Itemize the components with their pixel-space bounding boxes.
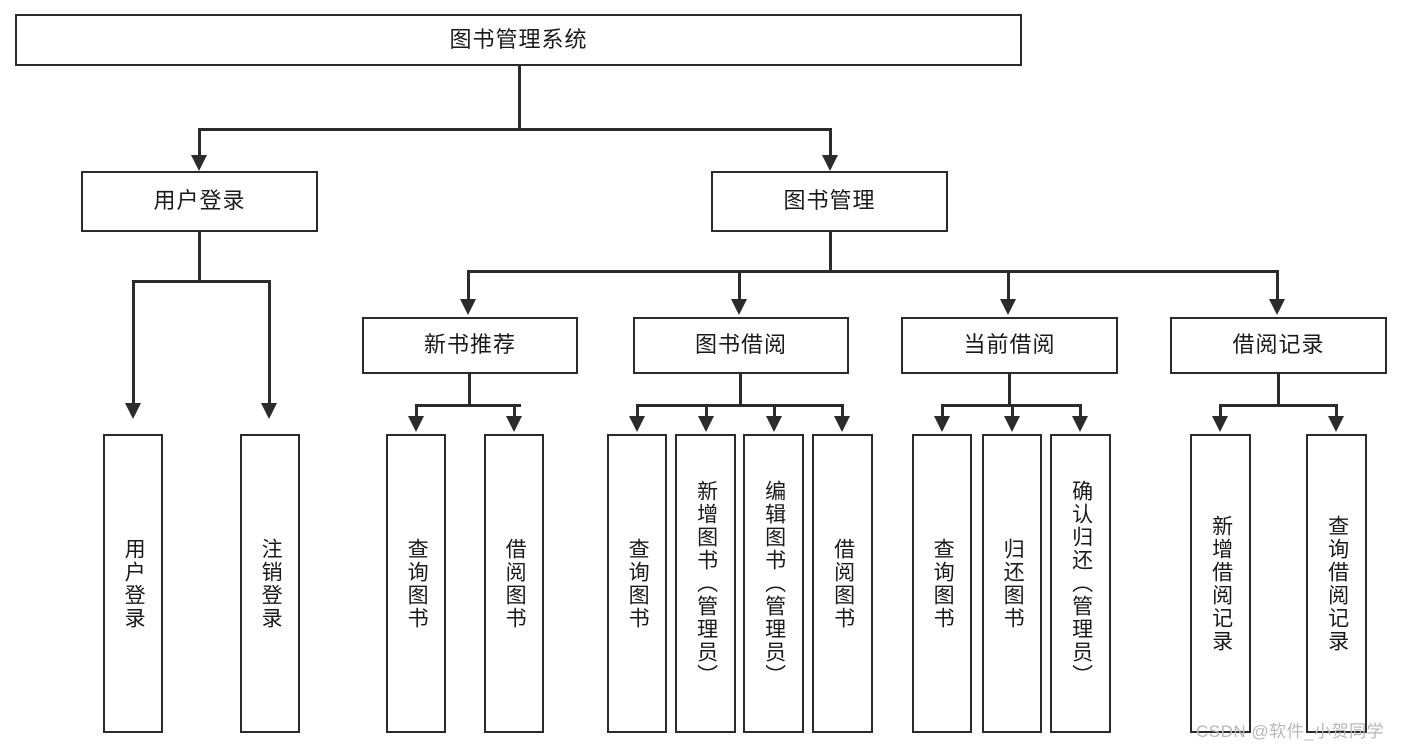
leaf-label: 新增图书（管理员） — [694, 480, 718, 687]
arrow-to-borrow-record — [1269, 299, 1285, 315]
connector-bb-drop-1 — [636, 404, 639, 418]
arrow-to-leaf-query-book-2 — [629, 416, 645, 432]
arrow-to-leaf-confirm-return — [1072, 416, 1088, 432]
node-label: 借阅记录 — [1232, 332, 1325, 358]
connector-newbook-drop-1 — [415, 404, 418, 418]
leaf-query-book-current[interactable]: 查询图书 — [912, 434, 972, 733]
connector-bookborrow-bar — [636, 404, 844, 407]
connector-bm-drop-2 — [738, 270, 741, 302]
leaf-borrow-book-newbook[interactable]: 借阅图书 — [484, 434, 544, 733]
connector-borrowrecord-stem — [1277, 374, 1280, 406]
connector-userlogin-stem — [198, 232, 201, 282]
leaf-label: 确认归还（管理员） — [1069, 480, 1093, 687]
node-label: 图书管理系统 — [449, 26, 588, 52]
connector-root-bar — [198, 128, 832, 131]
leaf-edit-book-admin[interactable]: 编辑图书（管理员） — [743, 434, 804, 733]
arrow-to-leaf-query-record — [1328, 416, 1344, 432]
arrow-to-leaf-borrow-book-2 — [834, 416, 850, 432]
node-new-book-recommend[interactable]: 新书推荐 — [362, 317, 578, 374]
leaf-label: 查询图书 — [626, 537, 650, 630]
connector-root-drop-1 — [198, 128, 201, 158]
leaf-add-book-admin[interactable]: 新增图书（管理员） — [675, 434, 736, 733]
node-label: 图书管理 — [783, 188, 876, 214]
connector-currentborrow-stem — [1008, 374, 1011, 406]
node-borrow-record[interactable]: 借阅记录 — [1170, 317, 1387, 374]
arrow-to-user-login — [191, 155, 207, 171]
connector-bm-drop-1 — [467, 270, 470, 302]
node-label: 新书推荐 — [423, 332, 516, 358]
node-user-login[interactable]: 用户登录 — [81, 171, 318, 232]
leaf-add-borrow-record[interactable]: 新增借阅记录 — [1190, 434, 1251, 733]
leaf-user-login[interactable]: 用户登录 — [103, 434, 163, 733]
leaf-label: 新增借阅记录 — [1209, 514, 1233, 653]
arrow-to-book-borrow — [731, 299, 747, 315]
node-book-management[interactable]: 图书管理 — [711, 171, 948, 232]
leaf-label: 注销登录 — [259, 537, 283, 630]
connector-newbook-drop-2 — [513, 404, 516, 418]
csdn-watermark: CSDN @软件_小贺同学 — [1196, 722, 1385, 741]
connector-bb-drop-4 — [841, 404, 844, 418]
leaf-query-book-borrow[interactable]: 查询图书 — [607, 434, 667, 733]
node-current-borrow[interactable]: 当前借阅 — [901, 317, 1118, 374]
leaf-label: 用户登录 — [122, 537, 146, 630]
connector-bb-drop-2 — [705, 404, 708, 418]
connector-cb-drop-3 — [1079, 404, 1082, 418]
connector-root-stem — [518, 66, 521, 128]
leaf-borrow-book[interactable]: 借阅图书 — [812, 434, 873, 733]
leaf-confirm-return-admin[interactable]: 确认归还（管理员） — [1050, 434, 1111, 733]
connector-newbook-bar — [415, 404, 521, 407]
node-label: 图书借阅 — [694, 332, 787, 358]
leaf-label: 借阅图书 — [503, 537, 527, 630]
node-book-borrow[interactable]: 图书借阅 — [633, 317, 849, 374]
connector-cb-drop-1 — [941, 404, 944, 418]
leaf-query-borrow-record[interactable]: 查询借阅记录 — [1306, 434, 1367, 733]
connector-newbook-stem — [468, 374, 471, 406]
connector-br-drop-2 — [1335, 404, 1338, 418]
connector-userlogin-bar — [132, 280, 270, 283]
arrow-to-leaf-borrow-book-1 — [506, 416, 522, 432]
leaf-label: 查询图书 — [405, 537, 429, 630]
connector-userlogin-drop-2 — [268, 280, 271, 405]
node-label: 当前借阅 — [963, 332, 1056, 358]
connector-bookmanage-stem — [829, 232, 832, 272]
connector-bm-drop-3 — [1007, 270, 1010, 302]
connector-userlogin-drop-1 — [132, 280, 135, 405]
connector-cb-drop-2 — [1011, 404, 1014, 418]
connector-borrowrecord-bar — [1219, 404, 1337, 407]
arrow-to-leaf-query-book-1 — [408, 416, 424, 432]
arrow-to-current-borrow — [1000, 299, 1016, 315]
arrow-to-book-manage — [822, 155, 838, 171]
arrow-to-leaf-edit-book — [766, 416, 782, 432]
leaf-return-book[interactable]: 归还图书 — [982, 434, 1042, 733]
connector-bm-drop-4 — [1276, 270, 1279, 302]
leaf-logout[interactable]: 注销登录 — [240, 434, 300, 733]
connector-root-drop-2 — [829, 128, 832, 158]
connector-bb-drop-3 — [773, 404, 776, 418]
leaf-label: 编辑图书（管理员） — [762, 480, 786, 687]
connector-bookmanage-bar — [467, 270, 1279, 273]
node-root-title[interactable]: 图书管理系统 — [15, 14, 1022, 66]
arrow-to-leaf-add-record — [1212, 416, 1228, 432]
leaf-label: 查询图书 — [931, 537, 955, 630]
leaf-label: 查询借阅记录 — [1325, 514, 1349, 653]
arrow-to-leaf-add-book — [698, 416, 714, 432]
leaf-label: 归还图书 — [1001, 537, 1025, 630]
leaf-label: 借阅图书 — [831, 537, 855, 630]
connector-bookborrow-stem — [739, 374, 742, 406]
node-label: 用户登录 — [153, 188, 246, 214]
arrow-to-leaf-logout — [261, 403, 277, 419]
connector-br-drop-1 — [1219, 404, 1222, 418]
arrow-to-leaf-user-login — [125, 403, 141, 419]
arrow-to-leaf-return-book — [1004, 416, 1020, 432]
arrow-to-leaf-query-book-3 — [934, 416, 950, 432]
arrow-to-new-book-rec — [460, 299, 476, 315]
leaf-query-book-newbook[interactable]: 查询图书 — [386, 434, 446, 733]
